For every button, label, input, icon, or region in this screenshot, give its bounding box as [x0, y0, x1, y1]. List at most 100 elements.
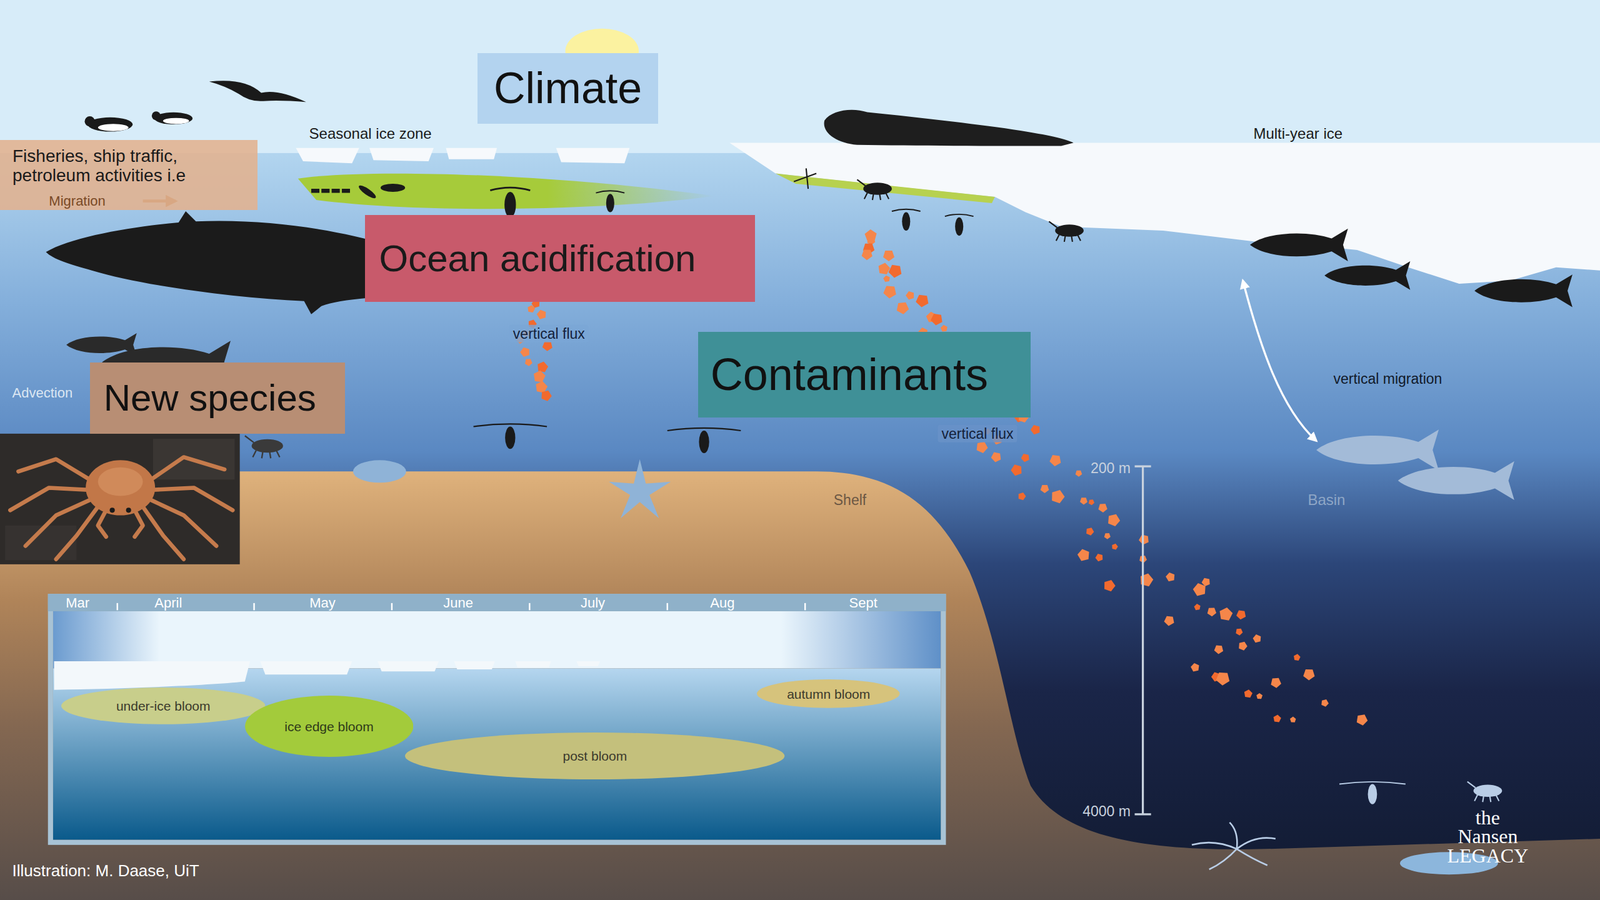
box-label: Contaminants — [710, 349, 989, 400]
sky — [0, 0, 1600, 154]
flux-particle — [1075, 470, 1083, 477]
flux-particle — [1049, 455, 1061, 467]
credit-note: Illustration: M. Daase, UiT — [12, 861, 200, 881]
snow-crab-photo — [85, 460, 155, 515]
seasonal-sea-ice — [295, 148, 359, 164]
zone-label: Multi-year ice — [1253, 125, 1343, 143]
snow-crab-photo — [0, 433, 240, 565]
starfish — [608, 459, 671, 519]
fish-silhouette — [1324, 261, 1410, 290]
flux-particle — [527, 305, 535, 313]
copepod — [595, 190, 625, 212]
flux-particle — [535, 381, 548, 394]
flux-particle — [861, 250, 873, 261]
timeline-inset-art — [515, 661, 551, 668]
seasonal-sea-ice — [556, 148, 630, 164]
snow-crab-photo — [126, 507, 132, 513]
box-label: New species — [103, 376, 317, 419]
flux-particle — [1244, 689, 1253, 698]
snow-crab-photo — [56, 508, 97, 560]
pressure-box: Fisheries, ship traffic, petroleum activ… — [0, 140, 258, 211]
flux-particle — [1165, 572, 1175, 582]
flux-particle — [1088, 499, 1095, 505]
zooplankton — [357, 183, 378, 201]
bird-silhouette — [209, 80, 307, 102]
timeline-inset-art — [116, 603, 119, 610]
flux-particle — [525, 358, 533, 367]
snow-crab-photo — [135, 510, 144, 537]
fish-silhouette — [1250, 228, 1349, 262]
month-label: Aug — [710, 595, 735, 611]
flux-particle — [1051, 490, 1065, 504]
flux-particle — [1111, 543, 1118, 550]
bird-silhouette — [98, 123, 129, 131]
process-label: Advection — [12, 385, 74, 401]
ice-algae-chain — [331, 188, 340, 194]
flux-particle — [1207, 607, 1217, 617]
flux-particle — [520, 347, 530, 357]
shrimp — [245, 435, 284, 459]
bird-silhouette — [163, 118, 190, 125]
flux-particle — [537, 361, 549, 372]
depth-label: 200 m — [1090, 460, 1131, 477]
depth-scale — [1135, 465, 1152, 467]
timeline-inset-art — [53, 668, 941, 840]
flux-particle — [1190, 663, 1199, 672]
month-label: July — [580, 595, 605, 611]
flux-particle — [905, 291, 914, 300]
bird-silhouette — [151, 111, 161, 120]
timeline-inset-art — [53, 611, 941, 669]
flux-particle — [1104, 533, 1111, 540]
copepod — [945, 214, 974, 236]
timeline-inset-art — [54, 661, 250, 690]
bloom-shape — [245, 695, 414, 757]
snow-crab-photo — [110, 507, 115, 513]
process-label: vertical flux — [509, 325, 589, 343]
ice-algae-chain — [311, 188, 350, 194]
box-label: Climate — [493, 63, 642, 113]
bloom-label: post bloom — [562, 748, 627, 764]
flux-particle — [1194, 603, 1201, 610]
month-label: April — [154, 595, 182, 611]
bloom-ellipse: autumn bloom — [756, 679, 900, 709]
copepod — [490, 187, 530, 218]
zooplankton — [380, 183, 405, 192]
flux-particle — [1273, 715, 1282, 723]
timeline-inset-art — [48, 593, 947, 612]
timeline-inset-art — [576, 661, 600, 667]
pressure-box: Contaminants — [698, 331, 1031, 418]
bloom-label: under-ice bloom — [116, 698, 211, 714]
copepod — [667, 428, 742, 454]
month-label: June — [443, 595, 474, 611]
amphipod — [856, 179, 892, 200]
process-label: vertical migration — [1333, 370, 1442, 387]
region-label: Basin — [1307, 491, 1345, 509]
flux-particle — [1238, 641, 1248, 651]
timeline-inset-art — [528, 603, 530, 610]
snow-crab-photo — [18, 459, 90, 480]
flux-particle — [1018, 492, 1027, 500]
flux-particle — [1321, 699, 1329, 707]
bloom-label: ice edge bloom — [284, 719, 374, 734]
flux-particle — [883, 275, 890, 282]
bird-silhouette — [151, 111, 193, 125]
flux-particle — [883, 250, 895, 262]
snow-crab-photo — [25, 500, 90, 546]
flux-particle — [1040, 485, 1050, 494]
depth-label: 4000 m — [1082, 803, 1131, 820]
flux-particle — [883, 285, 896, 299]
timeline-inset-art — [48, 593, 947, 843]
depth-scale — [1135, 813, 1152, 815]
bloom-shape — [405, 732, 785, 780]
ice-algae-chain — [341, 188, 350, 194]
flux-particle — [1021, 453, 1030, 462]
copepod — [1339, 781, 1406, 805]
multi-year-ice — [729, 143, 1600, 284]
seafloor-shelf — [0, 471, 1600, 900]
flux-particle — [976, 441, 989, 454]
seal-silhouette — [824, 110, 1074, 147]
copepod — [891, 209, 921, 231]
flux-particle — [1220, 607, 1234, 621]
bloom-label: autumn bloom — [786, 686, 870, 702]
